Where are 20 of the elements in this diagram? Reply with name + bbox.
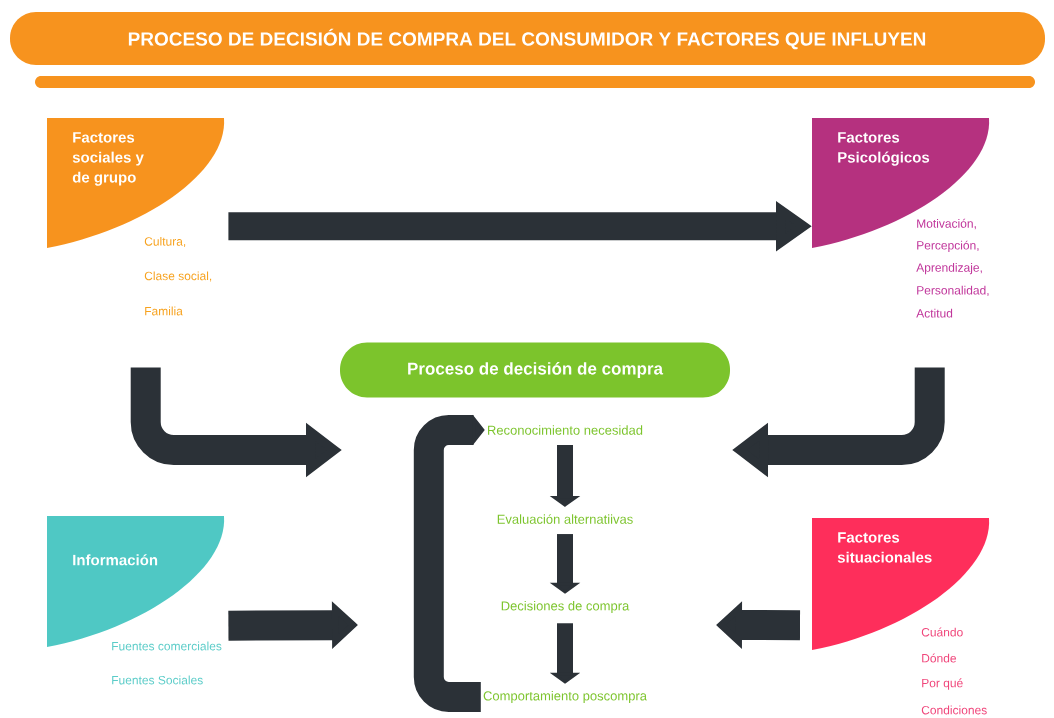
list-item: Percepción, <box>917 240 979 252</box>
list-item: Condiciones <box>921 705 987 715</box>
list-item: Personalidad, <box>917 285 989 296</box>
list-item: Dónde <box>922 653 956 663</box>
list-item: Aprendizaje, <box>916 263 982 275</box>
list-item: Fuentes Sociales <box>112 675 203 685</box>
list-item: Motivación, <box>917 218 976 230</box>
step-text: Reconocimiento necesidad <box>488 425 643 435</box>
step-text: Evaluación alternatiivas <box>497 514 633 524</box>
step-text: Comportamiento poscompra <box>483 690 647 704</box>
title-banner: PROCESO DE DECISIÓN DE COMPRA DEL CONSUMIDOR Y FACTORES QUE INFLUYEN <box>10 12 1045 65</box>
list-item: Familia <box>145 306 183 316</box>
step-text: Decisiones de compra <box>501 600 630 614</box>
list-item: Fuentes comerciales <box>112 641 222 651</box>
list-item: Actitud <box>916 308 953 318</box>
process-banner: Proceso de decisión de compra <box>340 342 730 398</box>
list-item: Clase social, <box>144 271 212 282</box>
list-item: Cuándo <box>921 627 963 637</box>
list-item: Cultura, <box>144 236 186 248</box>
list-item: Por qué <box>922 678 963 690</box>
